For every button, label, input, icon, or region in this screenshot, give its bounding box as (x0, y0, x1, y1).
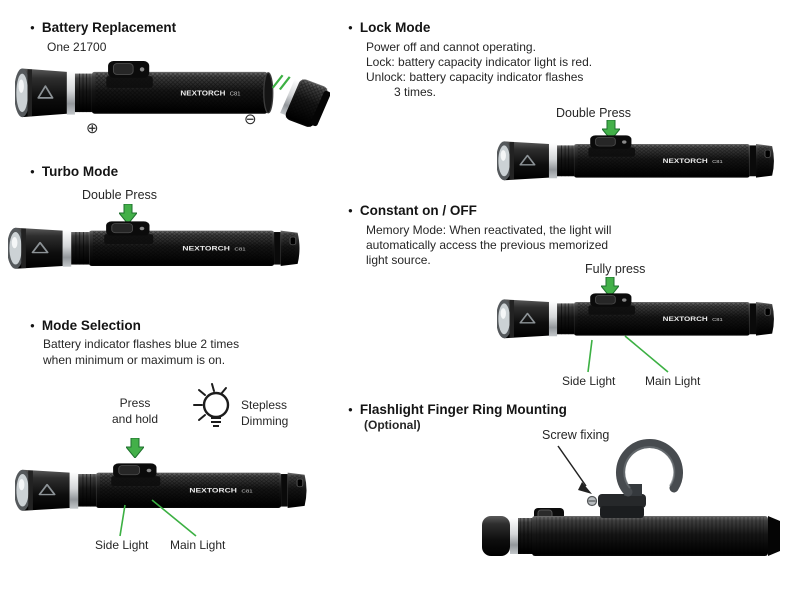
finger-ring-title-text: Flashlight Finger Ring Mounting (359, 402, 567, 417)
lock-mode-title-text: Lock Mode (359, 20, 431, 35)
screw-fixing-label: Screw fixing (542, 428, 610, 442)
press-and-hold-label: Press and hold (111, 396, 159, 426)
screw-fixing-pointer-arrow (557, 445, 592, 494)
constant-main-light-label: Main Light (645, 374, 701, 388)
mode-side-light-label: Side Light (95, 538, 149, 552)
bullet-icon: ● (30, 22, 35, 32)
constant-side-light-label: Side Light (562, 374, 616, 388)
silver-ring (510, 518, 518, 554)
green-joint-marks (271, 74, 291, 91)
turbo-callout-double-press: Double Press (82, 188, 158, 202)
section-title-lock-mode: ● Lock Mode (348, 20, 430, 35)
constant-title-text: Constant on / OFF (359, 203, 477, 218)
section-title-finger-ring-mounting: ● Flashlight Finger Ring Mounting (348, 402, 567, 417)
constant-body-line3: light source. (366, 253, 431, 267)
lock-body-line4: 3 times. (394, 85, 437, 99)
stepless-dimming-bulb-icon (193, 383, 230, 427)
constant-body-line2: automatically access the previous memori… (366, 238, 609, 252)
finger-ring-optional-label: (Optional) (364, 418, 421, 432)
constant-pointer-lines (587, 335, 669, 373)
bullet-icon: ● (348, 22, 353, 32)
battery-subtitle: One 21700 (47, 40, 107, 54)
section-title-battery-replacement: ● Battery Replacement (30, 20, 176, 35)
lock-callout-double-press: Double Press (556, 106, 632, 120)
green-down-arrow-icon (126, 438, 144, 458)
lock-body-line3: Unlock: battery capacity indicator flash… (366, 70, 584, 84)
bullet-icon: ● (30, 320, 35, 330)
finger-ring-flashlight-illustration (482, 439, 780, 556)
constant-callout-fully-press: Fully press (585, 262, 646, 276)
stepless-dimming-label: Stepless Dimming (241, 398, 289, 428)
bullet-icon: ● (348, 404, 353, 414)
mode-selection-title-text: Mode Selection (41, 318, 141, 333)
bullet-icon: ● (30, 166, 35, 176)
mode-selection-body-line2: when minimum or maximum is on. (43, 353, 226, 367)
ring-clamp-base (598, 494, 646, 508)
battery-title-text: Battery Replacement (41, 20, 177, 35)
section-title-turbo-mode: ● Turbo Mode (30, 164, 118, 179)
battery-replacement-flashlight-illustration (15, 60, 330, 128)
lock-body-line1: Power off and cannot operating. (366, 40, 536, 54)
bullet-icon: ● (348, 205, 353, 215)
mode-main-light-label: Main Light (170, 538, 226, 552)
mode-selection-pointer-lines (119, 499, 197, 537)
finger-ring (615, 439, 683, 497)
plus-polarity-symbol: ⊕ (86, 120, 99, 137)
battery-tube-opening (263, 72, 274, 114)
detached-tailcap (280, 78, 330, 128)
turbo-flashlight-illustration (8, 220, 308, 278)
lock-mode-flashlight-illustration (497, 134, 782, 189)
minus-polarity-symbol: ⊖ (244, 111, 257, 128)
mode-selection-body-line1: Battery indicator flashes blue 2 times (43, 337, 240, 351)
turbo-title-text: Turbo Mode (41, 164, 119, 179)
lock-body-line2: Lock: battery capacity indicator light i… (366, 55, 593, 69)
constant-body-line1: Memory Mode: When reactivated, the light… (366, 223, 612, 237)
section-title-mode-selection: ● Mode Selection (30, 318, 141, 333)
section-title-constant-on-off: ● Constant on / OFF (348, 203, 477, 218)
